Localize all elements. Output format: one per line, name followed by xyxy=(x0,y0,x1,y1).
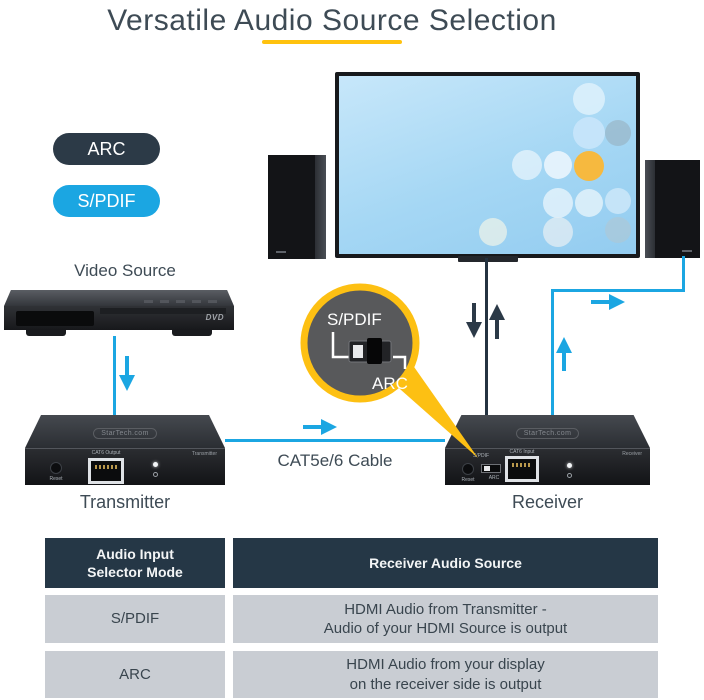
tv-display xyxy=(335,72,640,258)
cell-text: HDMI Audio from Transmitter - xyxy=(344,600,547,618)
table-header-audio-source: Receiver Audio Source xyxy=(233,538,658,588)
dvd-buttons xyxy=(144,300,224,303)
cell-text: HDMI Audio from your display xyxy=(346,656,545,673)
switch-top-label: S/PDIF xyxy=(472,453,490,459)
reset-button xyxy=(462,463,474,475)
cable-dvd-to-transmitter xyxy=(113,336,116,415)
port-label: CAT6 Input xyxy=(509,449,535,455)
badge-spdif: S/PDIF xyxy=(53,185,160,217)
reset-label: Reset xyxy=(461,477,475,483)
switch-knob xyxy=(367,338,382,364)
transmitter-label: Transmitter xyxy=(79,492,171,512)
tv-screen xyxy=(339,76,636,254)
arrow-up-icon xyxy=(489,303,505,344)
transmitter-top-face: StarTech.com xyxy=(25,415,225,448)
dvd-player: DVD xyxy=(4,290,234,336)
table-header-selector-mode: Audio Input Selector Mode xyxy=(45,538,225,588)
transmitter-tag: Transmitter xyxy=(191,451,217,457)
header-line: Selector Mode xyxy=(87,564,183,580)
right-speaker xyxy=(645,160,700,258)
dvd-top-face xyxy=(4,290,234,306)
power-icon xyxy=(567,473,572,478)
dvd-tray xyxy=(100,308,226,314)
arrow-down-icon xyxy=(119,356,135,397)
reset-button xyxy=(50,462,62,474)
audio-selector-switch xyxy=(481,464,501,473)
receiver-front-face: Receiver Reset S/PDIF ARC CAT6 Input xyxy=(445,448,650,485)
receiver-top-face: StarTech.com xyxy=(445,415,650,448)
cell-text: ARC xyxy=(119,665,151,683)
port-label: CAT6 Output xyxy=(91,450,121,456)
cable-label: CAT5e/6 Cable xyxy=(277,451,393,470)
header-line: Receiver Audio Source xyxy=(369,554,522,571)
brand-logo: StarTech.com xyxy=(515,428,580,439)
cell-text: on the receiver side is output xyxy=(349,675,542,693)
arrow-up-icon xyxy=(556,336,572,377)
arrow-right-icon xyxy=(591,294,625,315)
badge-arc: ARC xyxy=(53,133,160,165)
arc-bracket xyxy=(393,355,407,369)
receiver-device: StarTech.com Receiver Reset S/PDIF ARC C… xyxy=(445,415,650,485)
rj45-port xyxy=(88,458,124,484)
transmitter-device: StarTech.com Transmitter Reset CAT6 Outp… xyxy=(25,415,225,485)
dvd-foot xyxy=(26,330,66,336)
rj45-port xyxy=(505,456,539,482)
cable-speaker-segment-v1 xyxy=(682,256,685,292)
page-title: Versatile Audio Source Selection xyxy=(107,4,557,37)
tv-stand xyxy=(458,256,518,262)
magnifier-tail xyxy=(392,364,478,458)
table-row-arc-mode: ARC xyxy=(45,651,225,698)
left-speaker xyxy=(268,155,326,259)
dvd-display xyxy=(16,311,94,326)
cable-speaker-segment-h xyxy=(551,289,685,292)
led-indicator xyxy=(567,463,572,468)
transmitter-front-face: Transmitter Reset CAT6 Output xyxy=(25,448,225,485)
arrow-right-icon xyxy=(303,419,337,440)
table-row-spdif-desc: HDMI Audio from Transmitter - Audio of y… xyxy=(233,595,658,643)
table-row-arc-desc: HDMI Audio from your display on the rece… xyxy=(233,651,658,698)
receiver-tag: Receiver xyxy=(622,451,642,457)
spdif-bracket xyxy=(331,332,350,359)
cell-text: Audio of your HDMI Source is output xyxy=(323,620,568,637)
header-line: Audio Input xyxy=(96,545,174,562)
dvd-foot xyxy=(172,330,212,336)
reset-label: Reset xyxy=(49,476,63,482)
arrow-down-icon xyxy=(466,303,482,344)
dvd-front-face: DVD xyxy=(4,306,234,330)
dvd-logo: DVD xyxy=(205,313,224,322)
magnifier-icon: S/PDIF ARC xyxy=(280,280,490,470)
magnifier-spdif-label: S/PDIF xyxy=(327,310,382,329)
cable-cat5e xyxy=(225,439,445,442)
video-source-label: Video Source xyxy=(74,261,176,280)
power-icon xyxy=(153,472,158,477)
receiver-label: Receiver xyxy=(511,492,584,512)
cable-tv-to-receiver xyxy=(485,258,488,415)
magnifier-arc-label: ARC xyxy=(372,374,408,393)
table-row-spdif-mode: S/PDIF xyxy=(45,595,225,643)
brand-logo: StarTech.com xyxy=(93,428,157,439)
switch-slot xyxy=(353,345,363,358)
switch-bottom-label: ARC xyxy=(488,475,500,481)
cable-speaker-to-receiver xyxy=(551,289,554,415)
cell-text: S/PDIF xyxy=(110,610,160,628)
led-indicator xyxy=(153,462,158,467)
title-underline xyxy=(262,40,402,44)
